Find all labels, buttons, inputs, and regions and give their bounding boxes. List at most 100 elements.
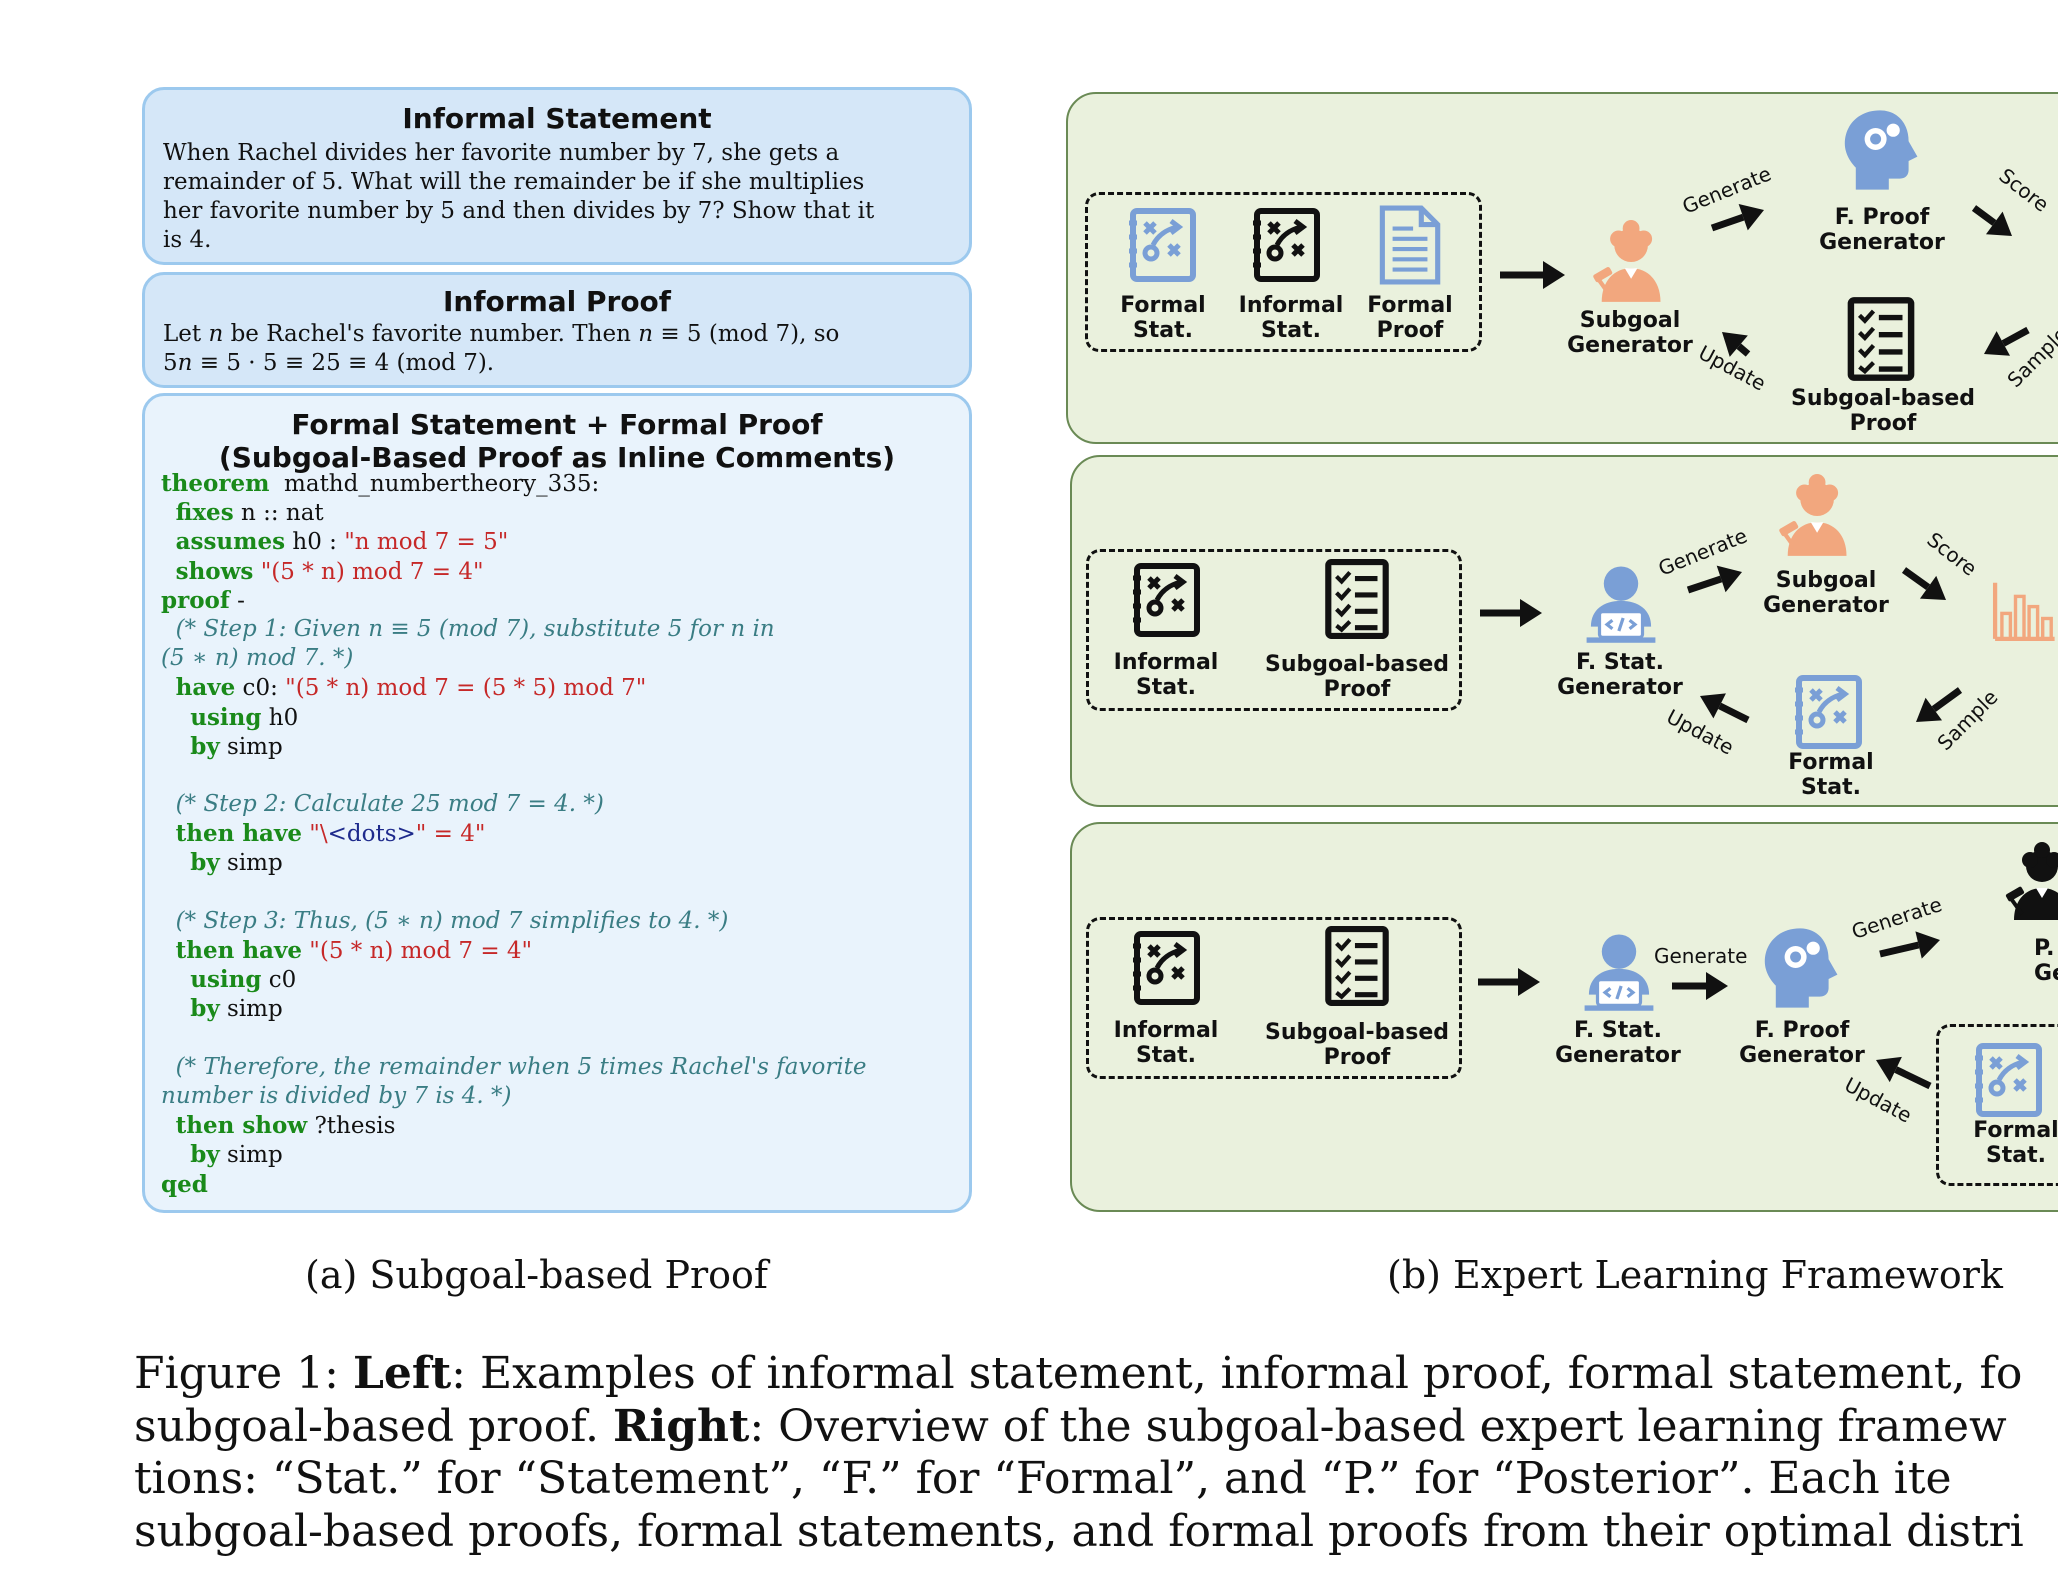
caption-line-2: subgoal-based proof. Right: Overview of …	[134, 1400, 2007, 1452]
formal-proof-box: Formal Statement + Formal Proof (Subgoal…	[142, 393, 972, 1213]
subgoal-proof-icon	[1316, 922, 1398, 1010]
code-token: simp	[219, 850, 283, 877]
input-group-3	[1086, 917, 1462, 1079]
code-token: qed	[161, 1170, 208, 1198]
code-token: theorem	[161, 470, 270, 497]
code-token: by	[190, 1141, 220, 1169]
code-token	[161, 675, 176, 701]
code-token: simp	[219, 996, 283, 1023]
code-token: (5 ∗ 𝑛) mod 7. *)	[161, 645, 354, 672]
code-token: c0:	[235, 675, 286, 702]
code-token	[161, 500, 176, 526]
isabelle-code: theorem mathd_numbertheory_335: fixes n …	[161, 469, 961, 1199]
formal-stat-icon	[1122, 205, 1204, 285]
fproof-generator-icon	[1756, 924, 1844, 1012]
informal-stat-icon	[1126, 928, 1208, 1008]
code-token	[161, 996, 190, 1022]
fstat-generator-label: F. Stat. Generator	[1557, 650, 1683, 700]
informal-statement-text: When Rachel divides her favorite number …	[163, 140, 875, 253]
code-token: "n mod 7 = 5"	[344, 529, 509, 556]
code-token	[161, 967, 190, 993]
subgoal-proof-label: Subgoal-based Proof	[1791, 386, 1975, 436]
code-token: (* Step 2: Calculate 25 mod 7 = 4. *)	[161, 791, 604, 818]
code-token: c0	[261, 967, 297, 994]
posterior-subgoal-generator-label: P. Sub Gener	[2034, 936, 2058, 986]
input-group-1	[1085, 192, 1482, 352]
code-token: number is divided by 7 is 4. *)	[161, 1082, 512, 1109]
subcaption-a: (a) Subgoal-based Proof	[305, 1253, 768, 1297]
caption-line-1: Figure 1: Left: Examples of informal sta…	[134, 1348, 2023, 1399]
training-panel-fproof-generator	[1070, 822, 2058, 1212]
code-token: by	[190, 849, 220, 877]
code-token: h0 :	[285, 529, 345, 556]
informal-statement-title: Informal Statement	[402, 102, 712, 135]
posterior-subgoal-generator-icon	[2000, 842, 2058, 922]
formal-proof-label: Formal Proof	[1367, 293, 1453, 343]
formal-stat-label: Formal Stat.	[1973, 1118, 2058, 1168]
informal-stat-icon	[1246, 205, 1328, 285]
fstat-generator-icon	[1578, 560, 1664, 646]
subgoal-generator-label: Subgoal Generator	[1763, 568, 1889, 618]
informal-stat-label: Informal Stat.	[1238, 293, 1344, 343]
code-token	[161, 938, 176, 964]
code-token	[161, 821, 176, 847]
code-token: by	[190, 732, 220, 760]
code-token: using	[190, 703, 262, 731]
informal-stat-icon	[1126, 560, 1208, 640]
code-token	[161, 1142, 190, 1168]
formal-proof-subtitle: (Subgoal-Based Proof as Inline Comments)	[218, 441, 896, 474]
subgoal-proof-icon	[1316, 555, 1398, 643]
code-line: theorem mathd_numbertheory_335:	[161, 469, 961, 498]
code-line: by simp	[161, 994, 961, 1023]
subgoal-proof-icon	[1838, 294, 1924, 384]
formal-stat-label: Formal Stat.	[1788, 750, 1874, 800]
code-token: " = 4"	[415, 821, 486, 848]
code-token: have	[175, 674, 236, 702]
code-token: ?thesis	[307, 1113, 396, 1140]
subgoal-proof-label: Subgoal-based Proof	[1265, 1020, 1449, 1070]
code-line: (5 ∗ 𝑛) mod 7. *)	[161, 644, 961, 673]
code-token: (* Step 3: Thus, (5 ∗ 𝑛) mod 7 simplifie…	[161, 907, 729, 934]
formal-proof-title: Formal Statement + Formal Proof	[291, 408, 823, 441]
subgoal-generator-label: Subgoal Generator	[1567, 308, 1693, 358]
code-token: -	[229, 587, 245, 614]
subgoal-generator-icon	[1772, 474, 1858, 558]
informal-proof-text: Let 𝑛 be Rachel's favorite number. Then …	[163, 321, 840, 376]
code-line: shows "(5 * n) mod 7 = 4"	[161, 557, 961, 586]
code-line: using c0	[161, 965, 961, 994]
code-line: proof -	[161, 586, 961, 615]
training-panel-fstat-generator	[1070, 455, 2058, 807]
informal-stat-label: Informal Stat.	[1113, 1018, 1219, 1068]
code-line: then show ?thesis	[161, 1111, 961, 1140]
caption-line-4: subgoal-based proofs, formal statements,…	[134, 1505, 2024, 1557]
formal-proof-doc-icon	[1368, 203, 1450, 287]
caption-line-3: tions: “Stat.” for “Statement”, “F.” for…	[134, 1453, 1952, 1504]
code-token: "\	[301, 821, 328, 848]
formal-stat-icon	[1968, 1040, 2050, 1120]
output-group-3	[1936, 1024, 2058, 1186]
fproof-generator-label: F. Proof Generator	[1819, 205, 1945, 255]
code-line: by simp	[161, 732, 961, 761]
fstat-generator-icon	[1576, 928, 1662, 1014]
code-token	[161, 529, 176, 555]
formal-stat-icon	[1788, 672, 1870, 752]
code-line	[161, 1024, 961, 1053]
code-line: (* Step 1: Given 𝑛 ≡ 5 (mod 7), substitu…	[161, 615, 961, 644]
code-token	[161, 1113, 176, 1139]
code-token: assumes	[175, 528, 286, 556]
code-line: fixes n :: nat	[161, 498, 961, 527]
code-line: have c0: "(5 * n) mod 7 = (5 * 5) mod 7"	[161, 673, 961, 702]
code-line	[161, 761, 961, 790]
subcaption-b: (b) Expert Learning Framework	[1387, 1253, 2003, 1297]
code-token: n :: nat	[233, 500, 324, 527]
code-token: simp	[219, 1142, 283, 1169]
code-token: then have	[175, 937, 302, 964]
code-token	[161, 705, 190, 731]
fproof-generator-label: F. Proof Generator	[1739, 1018, 1865, 1068]
code-token: mathd_numbertheory_335:	[269, 471, 600, 497]
informal-proof-title: Informal Proof	[443, 285, 671, 318]
code-line: number is divided by 7 is 4. *)	[161, 1082, 961, 1111]
code-token: then have	[175, 820, 302, 848]
code-token: simp	[219, 733, 283, 760]
formal-stat-label: Formal Stat.	[1120, 293, 1206, 343]
